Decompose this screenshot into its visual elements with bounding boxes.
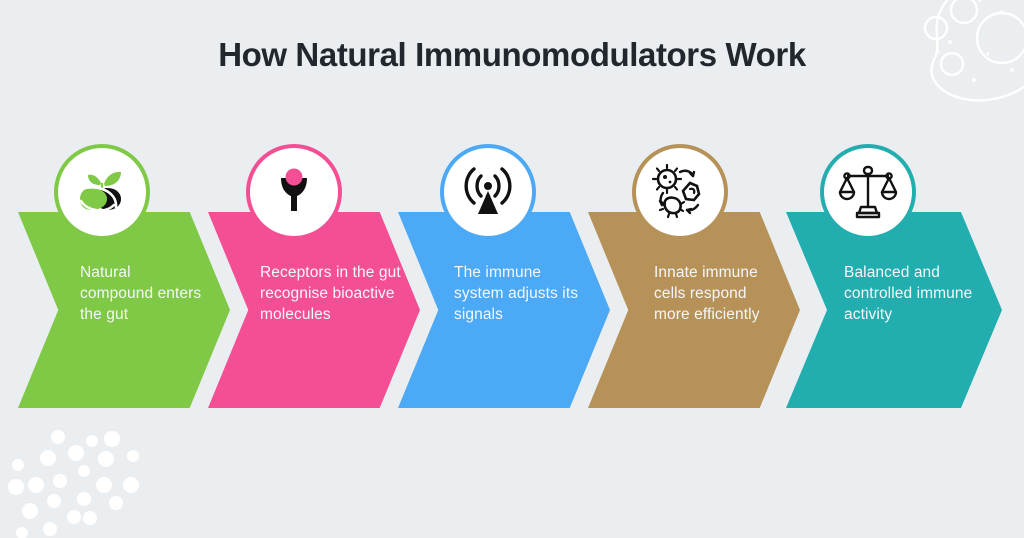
- signal-antenna-icon: [464, 167, 512, 214]
- leaf-seed-icon: [79, 171, 121, 212]
- step-2-label: Receptors in the gut recognise bioactive…: [260, 264, 401, 323]
- step-4-icon-badge: [632, 144, 728, 240]
- step-1-label: Natural compound enters the gut: [80, 264, 202, 323]
- page-title: How Natural Immunomodulators Work: [218, 36, 806, 73]
- step-3-icon-badge: [440, 144, 536, 240]
- process-step-1[interactable]: Natural compound enters the gut: [18, 0, 230, 538]
- step-5-icon-badge: [820, 144, 916, 240]
- process-step-2[interactable]: Receptors in the gut recognise bioactive…: [208, 0, 420, 538]
- receptor-icon: [281, 168, 307, 211]
- step-3-label: The immune system adjusts its signals: [454, 264, 579, 323]
- balance-scales-icon: [838, 165, 898, 219]
- process-step-5[interactable]: Balanced and controlled immune activity: [786, 0, 1002, 538]
- immune-cells-icon: [651, 163, 701, 219]
- process-step-3[interactable]: The immune system adjusts its signals: [398, 0, 610, 538]
- step-1-icon-badge: [54, 144, 150, 240]
- step-5-label: Balanced and controlled immune activity: [844, 264, 973, 323]
- step-4-label: Innate immune cells respond more efficie…: [654, 264, 760, 323]
- process-step-4[interactable]: Innate immune cells respond more efficie…: [588, 0, 800, 538]
- step-2-icon-badge: [246, 144, 342, 240]
